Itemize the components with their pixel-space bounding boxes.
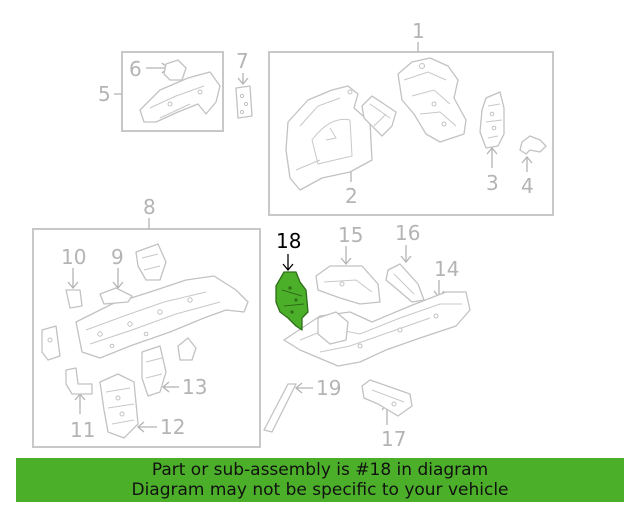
callout-16: 16 [395, 221, 420, 245]
banner-line-2: Diagram may not be specific to your vehi… [131, 480, 509, 500]
part-4-clip [519, 135, 547, 155]
callout-8: 8 [143, 195, 156, 219]
part-17-bracket [361, 379, 413, 417]
info-banner: Part or sub-assembly is #18 in diagram D… [16, 458, 624, 502]
callout-7: 7 [236, 49, 249, 73]
callout-6: 6 [129, 57, 142, 81]
part-19-rod [263, 383, 297, 433]
callout-4: 4 [521, 174, 534, 198]
part-side-bracket [41, 325, 61, 361]
part-8-frame-rail [75, 275, 249, 359]
part-16-brace [385, 263, 425, 303]
part-small-bracket [177, 337, 197, 361]
callout-2: 2 [345, 184, 358, 208]
callout-5: 5 [98, 82, 111, 106]
part-6-bracket [163, 59, 187, 81]
group-box-1 [268, 51, 554, 216]
group-box-8 [32, 228, 261, 448]
callout-13: 13 [182, 375, 207, 399]
callout-19: 19 [316, 376, 341, 400]
part-5-rail-extension [139, 71, 221, 123]
group-box-5 [121, 51, 224, 132]
parts-diagram: 1 2 3 4 5 6 7 8 9 10 11 12 13 14 15 16 1… [32, 19, 554, 451]
banner-line-1: Part or sub-assembly is #18 in diagram [151, 460, 489, 480]
part-12-reinforcement [99, 373, 139, 439]
callout-12: 12 [160, 415, 185, 439]
callout-3: 3 [486, 171, 499, 195]
part-11-bracket [65, 367, 93, 395]
part-10-bracket [65, 289, 83, 309]
part-1-apron-assembly [361, 57, 467, 143]
callout-11: 11 [70, 418, 95, 442]
callout-17: 17 [381, 427, 406, 451]
part-3-bracket [479, 91, 505, 149]
part-15-bracket [315, 265, 381, 305]
part-2-wheelhouse [285, 85, 373, 191]
callout-15: 15 [338, 223, 363, 247]
part-7-plate [235, 85, 253, 119]
part-13-bracket [141, 345, 167, 397]
part-14-side-rail [283, 291, 471, 367]
callout-1: 1 [412, 19, 425, 43]
part-9-bracket [99, 287, 133, 305]
part-top-gusset [135, 243, 167, 281]
callout-14: 14 [434, 257, 459, 281]
callout-9: 9 [111, 245, 124, 269]
callout-10: 10 [61, 245, 86, 269]
part-18-highlighted [275, 271, 309, 331]
callout-18: 18 [276, 229, 301, 253]
